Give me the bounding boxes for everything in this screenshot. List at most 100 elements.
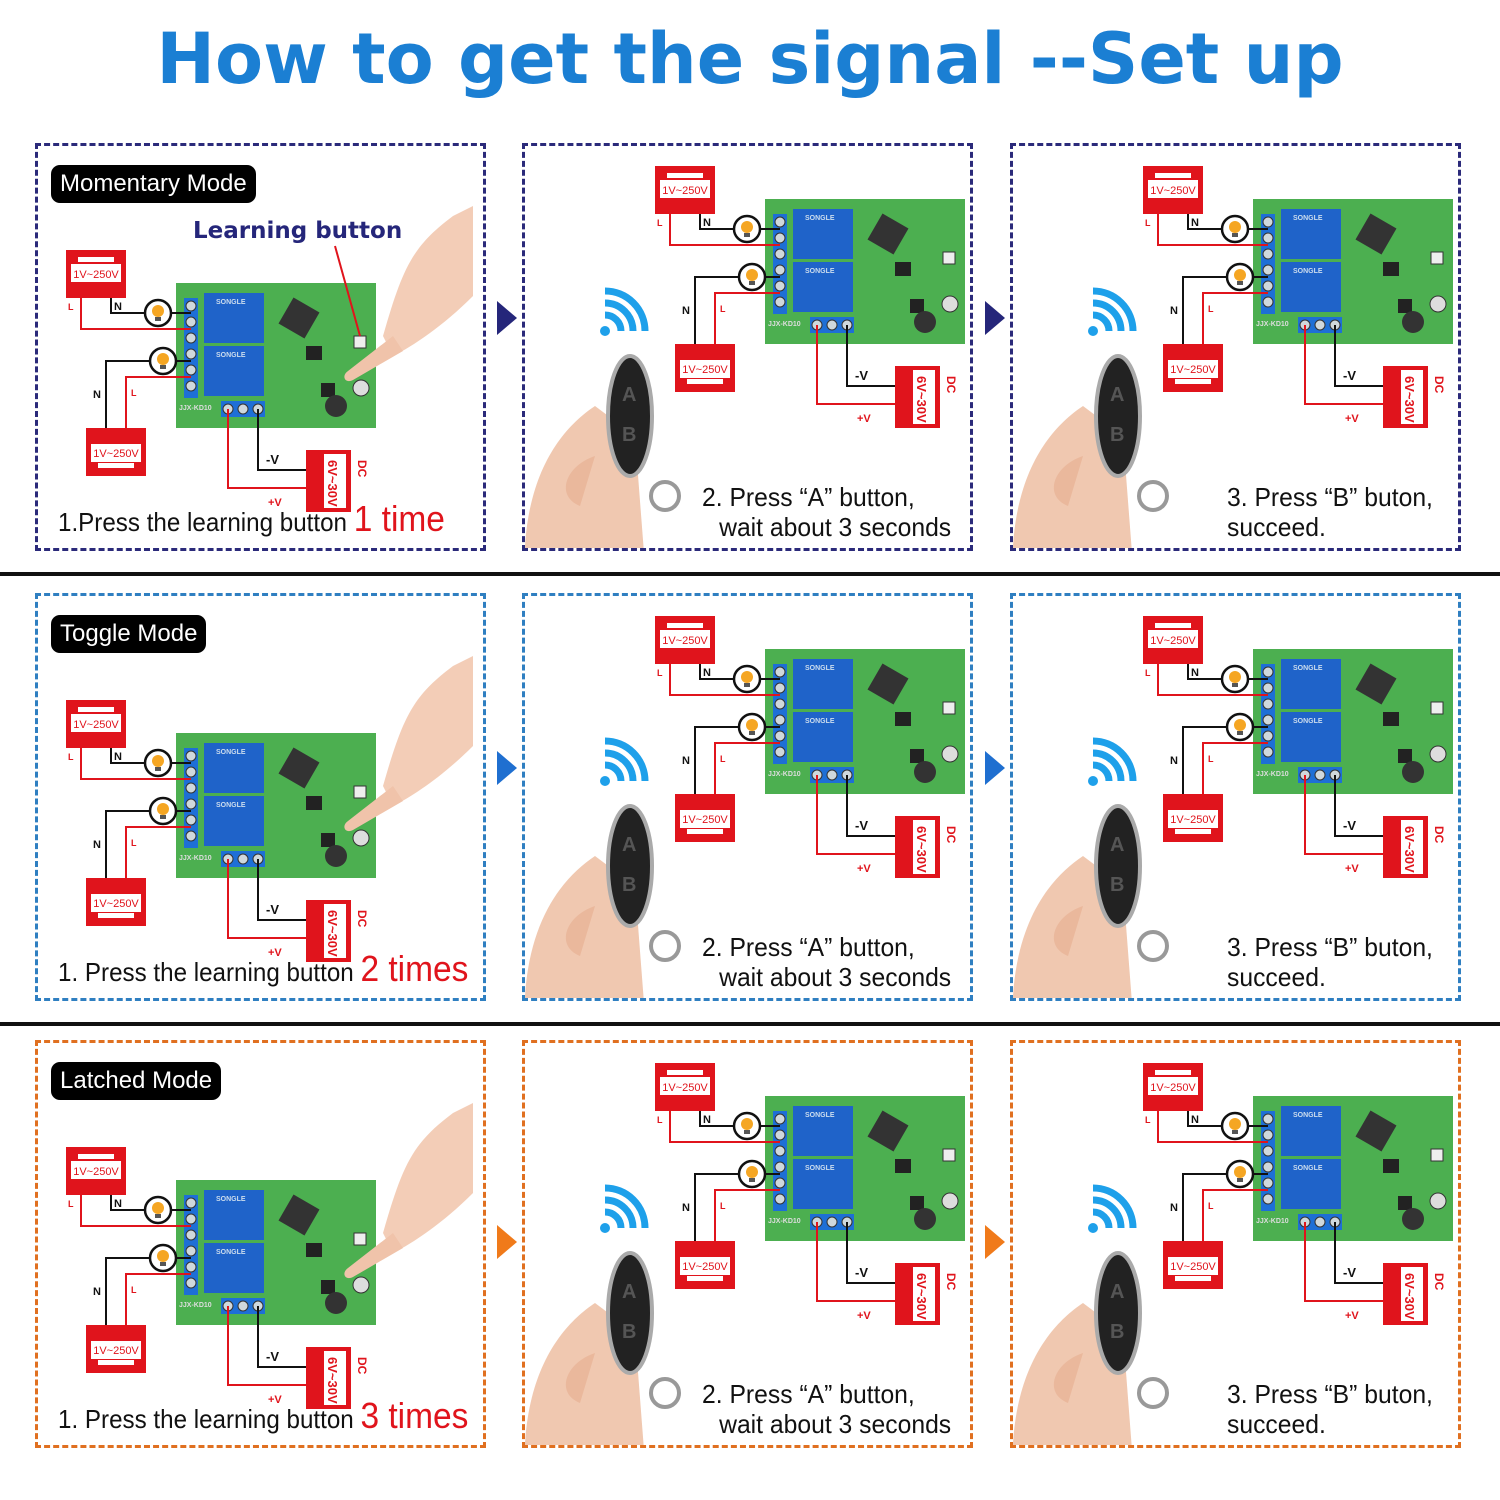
ac-voltage-label: 1V~250V [1170, 814, 1216, 826]
mode-label: Toggle Mode [51, 615, 207, 653]
ac-voltage-label: 1V~250V [1170, 1261, 1216, 1273]
bulb-icon [148, 1243, 178, 1273]
wire-label: L [657, 218, 663, 228]
wire-label: +V [1345, 863, 1359, 875]
relay [793, 659, 853, 709]
ac-power-source: 1V~250V [655, 1063, 715, 1111]
relay-board: SONGLE SONGLE JJX-KD10 [176, 283, 376, 428]
learning-button-switch [1430, 251, 1444, 265]
relay-brand: SONGLE [805, 718, 835, 725]
relay [793, 1159, 853, 1209]
next-step-arrow-icon [985, 751, 1005, 785]
keyring [649, 1377, 681, 1409]
ac-power-source: 1V~250V [1143, 616, 1203, 664]
learning-button-label: Learning button [193, 218, 403, 244]
wire-label: L [657, 668, 663, 678]
bulb-icon [732, 1111, 762, 1141]
relay [204, 293, 264, 343]
dc-voltage-label: 6V~30V [325, 460, 340, 507]
wire-label: N [682, 1202, 690, 1214]
step-1-instruction: 1.Press the learning button 1 time [58, 498, 445, 540]
relay [1281, 712, 1341, 762]
antenna-coil [278, 1194, 320, 1236]
relay-brand: SONGLE [216, 1196, 246, 1203]
ac-voltage-label: 1V~250V [93, 1345, 139, 1357]
remote-button-a: A [1110, 834, 1124, 856]
bulb-icon [143, 748, 173, 778]
learning-button-switch [1430, 1148, 1444, 1162]
dc-voltage-label: 6V~30V [325, 910, 340, 957]
wire-label: N [703, 1114, 711, 1126]
wireless-signal-icon [1088, 1184, 1137, 1233]
wire-label: N [1191, 667, 1199, 679]
ac-power-source: 1V~250V [655, 166, 715, 214]
wire-label: -V [855, 1265, 868, 1280]
next-step-arrow-icon [497, 1225, 517, 1259]
relay [204, 346, 264, 396]
antenna-coil [278, 297, 320, 339]
dc-voltage-label: 6V~30V [325, 1357, 340, 1404]
step-line: wait about 3 seconds [718, 512, 951, 542]
remote-button-a: A [622, 834, 636, 856]
ac-voltage-label: 1V~250V [662, 1082, 708, 1094]
relay-brand: SONGLE [1293, 1165, 1323, 1172]
learning-button-switch [1430, 701, 1444, 715]
wire-label: -V [1343, 818, 1356, 833]
wire-label: N [1170, 305, 1178, 317]
learning-button-switch [353, 785, 367, 799]
bulb-icon [1225, 712, 1255, 742]
ac-power-source: 1V~250V [86, 1325, 146, 1373]
remote-button-a: A [622, 1281, 636, 1303]
keyring [1137, 1377, 1169, 1409]
ac-voltage-label: 1V~250V [1150, 1082, 1196, 1094]
relay-brand: SONGLE [805, 1112, 835, 1119]
relay [1281, 209, 1341, 259]
wire-label: L [720, 304, 726, 314]
board-model: JJX-KD10 [179, 405, 212, 412]
next-step-arrow-icon [497, 751, 517, 785]
next-step-arrow-icon [985, 1225, 1005, 1259]
ac-voltage-label: 1V~250V [73, 269, 119, 281]
relay [793, 209, 853, 259]
dc-label: DC [355, 460, 369, 478]
relay [204, 743, 264, 793]
relay-brand: SONGLE [1293, 268, 1323, 275]
wire-label: +V [857, 1310, 871, 1322]
dc-label: DC [355, 910, 369, 928]
relay-brand: SONGLE [1293, 215, 1323, 222]
ac-voltage-label: 1V~250V [682, 364, 728, 376]
step-line: succeed. [1227, 512, 1327, 542]
dc-label: DC [355, 1357, 369, 1375]
antenna-coil [867, 1110, 909, 1152]
remote-button-b: B [622, 1321, 636, 1343]
relay-brand: SONGLE [216, 299, 246, 306]
dc-label: DC [1432, 826, 1446, 844]
wire-label: N [682, 755, 690, 767]
relay [793, 262, 853, 312]
wire-label: -V [266, 902, 279, 917]
bulb-icon [148, 796, 178, 826]
remote-control: AB [525, 804, 681, 998]
step-line: succeed. [1227, 1409, 1327, 1439]
wire-label: L [657, 1115, 663, 1125]
remote-control: AB [1013, 804, 1169, 998]
wire-label: N [114, 1198, 122, 1210]
wire-label: N [114, 301, 122, 313]
bulb-icon [143, 1195, 173, 1225]
relay-brand: SONGLE [1293, 1112, 1323, 1119]
ac-voltage-label: 1V~250V [662, 185, 708, 197]
mode-label: Momentary Mode [51, 165, 256, 203]
wireless-signal-icon [600, 1184, 649, 1233]
relay-brand: SONGLE [216, 352, 246, 359]
